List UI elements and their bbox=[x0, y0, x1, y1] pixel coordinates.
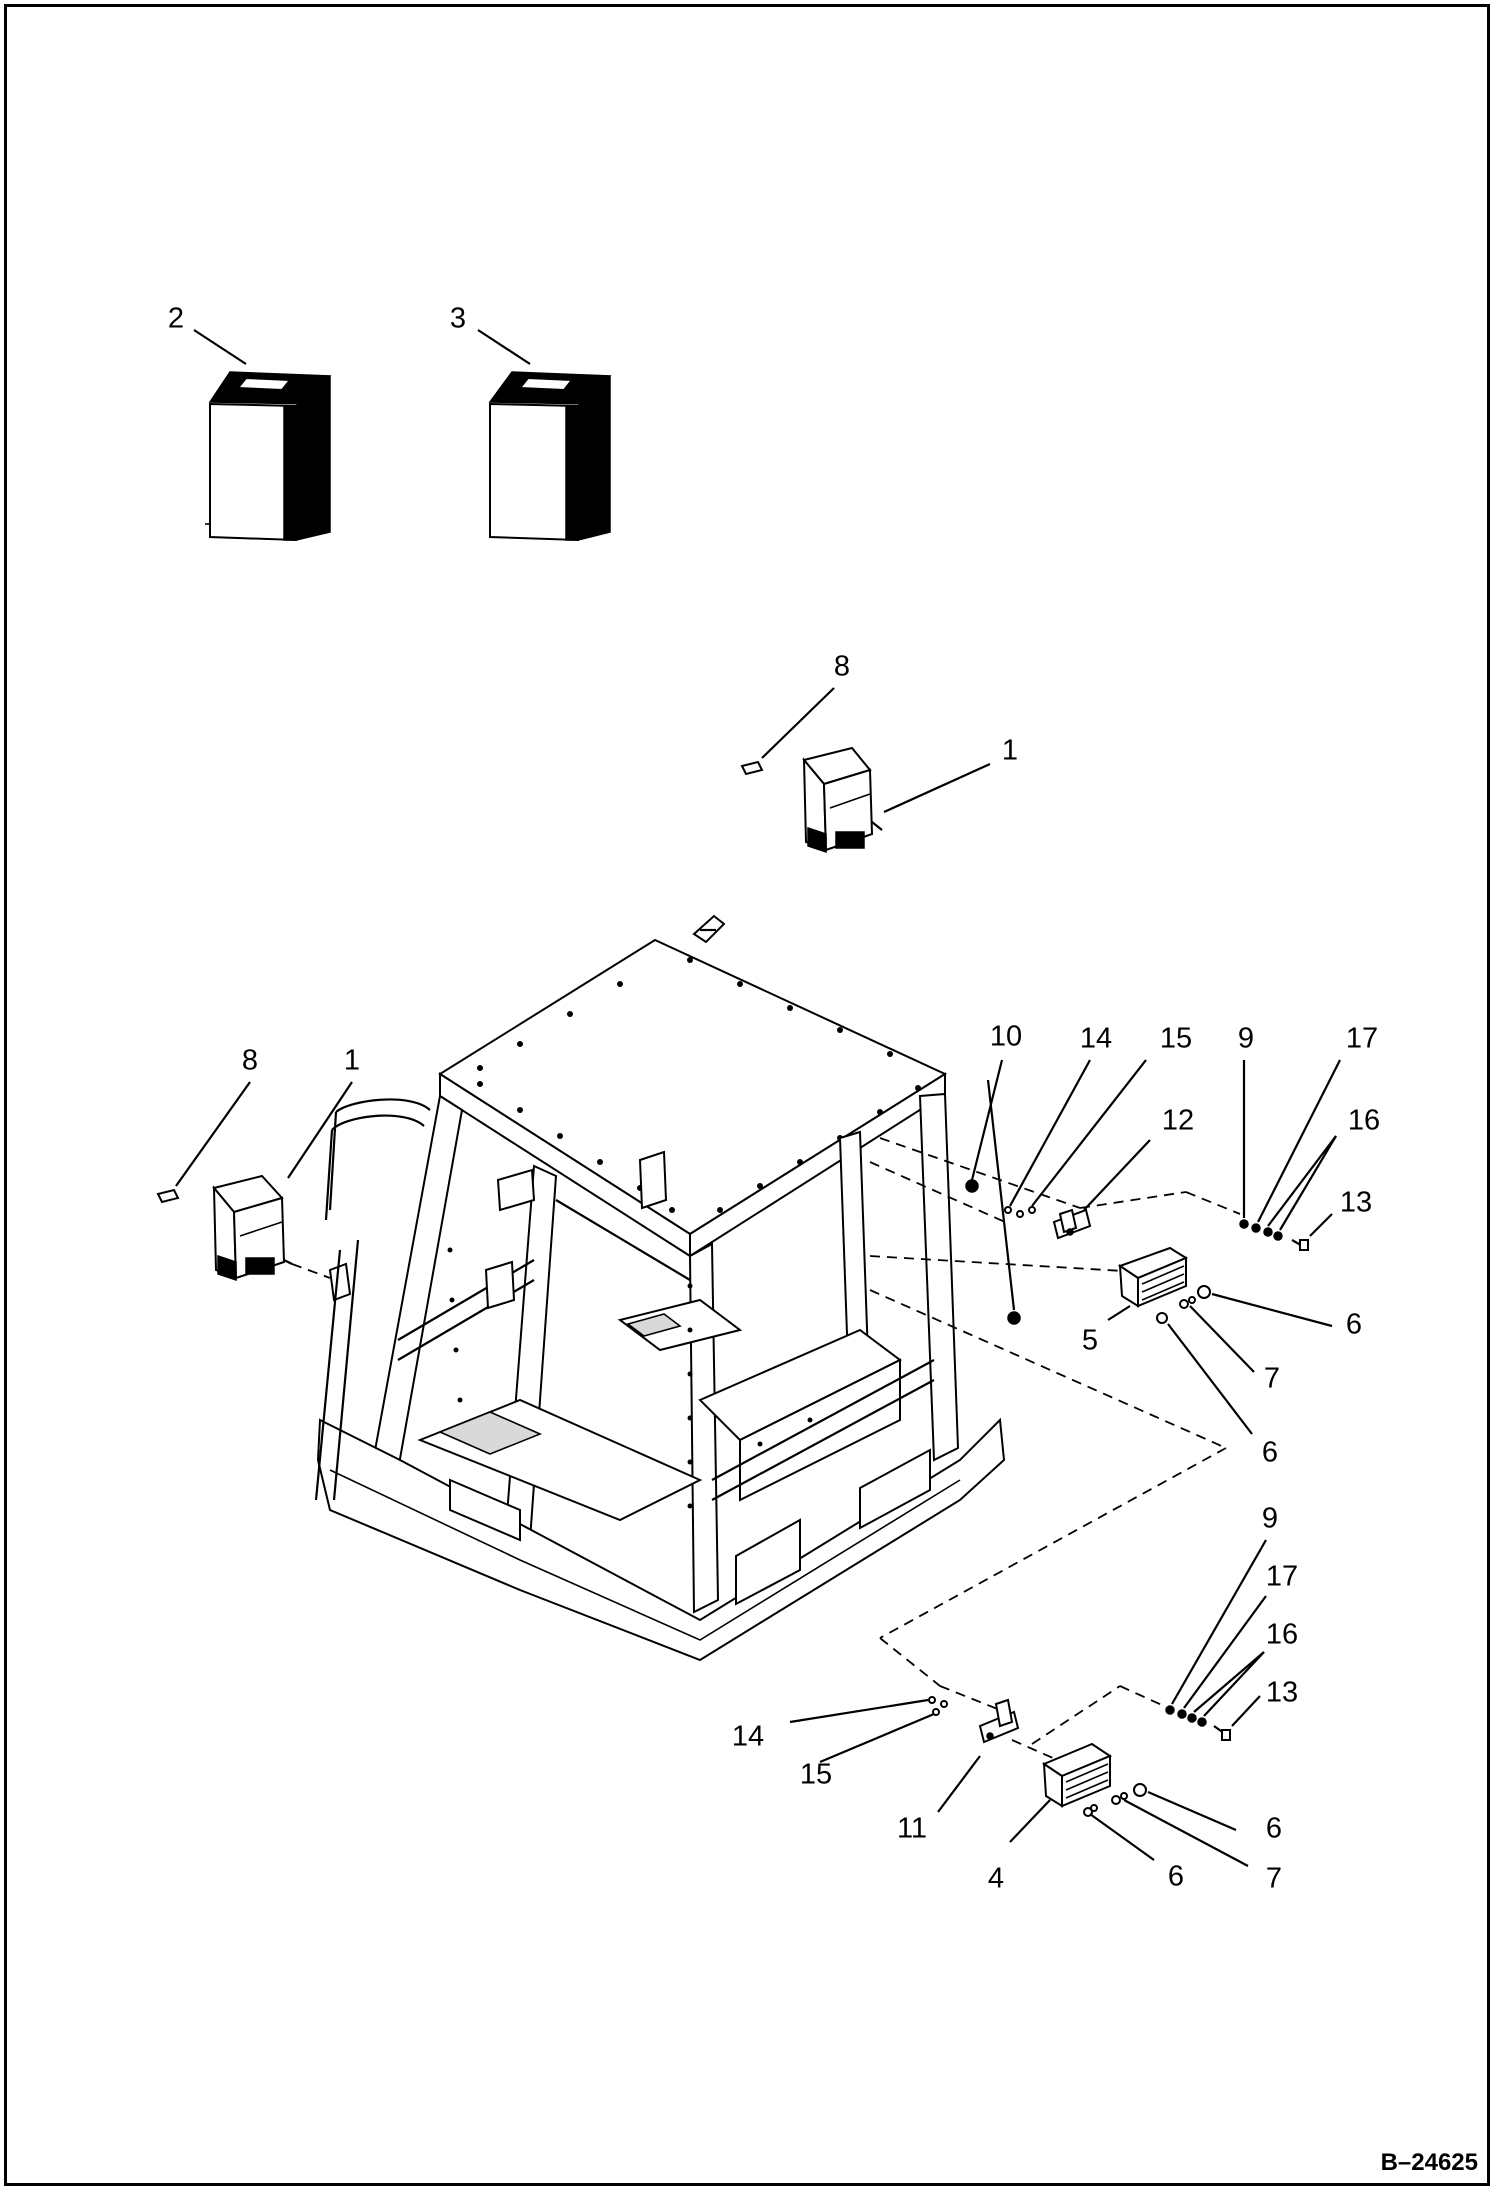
callout-16-upper: 16 bbox=[1348, 1105, 1380, 1137]
callout-13-upper: 13 bbox=[1340, 1187, 1372, 1219]
left-work-light bbox=[156, 1174, 352, 1302]
decal-2 bbox=[205, 371, 332, 542]
callout-8-upper: 8 bbox=[834, 651, 850, 683]
callout-8-left: 8 bbox=[242, 1045, 258, 1077]
callout-5: 5 bbox=[1082, 1325, 1098, 1357]
callout-14-lower: 14 bbox=[732, 1721, 764, 1753]
callout-13-lower: 13 bbox=[1266, 1677, 1298, 1709]
callout-1-left: 1 bbox=[344, 1045, 360, 1077]
callout-7-upper: 7 bbox=[1264, 1363, 1280, 1395]
callout-labels: 2 3 8 1 8 1 10 14 15 12 9 17 16 13 5 6 7… bbox=[168, 303, 1380, 1895]
callout-17-lower: 17 bbox=[1266, 1561, 1298, 1593]
callout-14-upper: 14 bbox=[1080, 1023, 1112, 1055]
callout-4: 4 bbox=[988, 1863, 1004, 1895]
callout-6-b: 6 bbox=[1262, 1437, 1278, 1469]
upper-work-light bbox=[740, 746, 883, 854]
callout-9-lower: 9 bbox=[1262, 1503, 1278, 1535]
callout-17-upper: 17 bbox=[1346, 1023, 1378, 1055]
callout-2: 2 bbox=[168, 303, 184, 335]
callout-9-upper: 9 bbox=[1238, 1023, 1254, 1055]
decal-3 bbox=[488, 371, 612, 542]
callout-15-upper: 15 bbox=[1160, 1023, 1192, 1055]
callout-11: 11 bbox=[897, 1813, 927, 1845]
callout-7-lower: 7 bbox=[1266, 1863, 1282, 1895]
callout-6-d: 6 bbox=[1168, 1861, 1184, 1893]
callout-6-a: 6 bbox=[1346, 1309, 1362, 1341]
callout-12: 12 bbox=[1162, 1105, 1194, 1137]
right-light-assembly-upper bbox=[965, 1179, 1309, 1325]
callout-leaders bbox=[175, 329, 1341, 1867]
callout-6-c: 6 bbox=[1266, 1813, 1282, 1845]
callout-15-lower: 15 bbox=[800, 1759, 832, 1791]
callout-16-lower: 16 bbox=[1266, 1619, 1298, 1651]
callout-3: 3 bbox=[450, 303, 466, 335]
callout-10: 10 bbox=[990, 1021, 1022, 1053]
callout-1-upper: 1 bbox=[1002, 735, 1018, 767]
assembly-leader-lines bbox=[869, 1137, 1241, 1763]
drawing-code: B–24625 bbox=[1381, 2149, 1478, 2176]
right-light-assembly-lower bbox=[928, 1696, 1231, 1817]
operator-cab-frame bbox=[314, 914, 1006, 1662]
